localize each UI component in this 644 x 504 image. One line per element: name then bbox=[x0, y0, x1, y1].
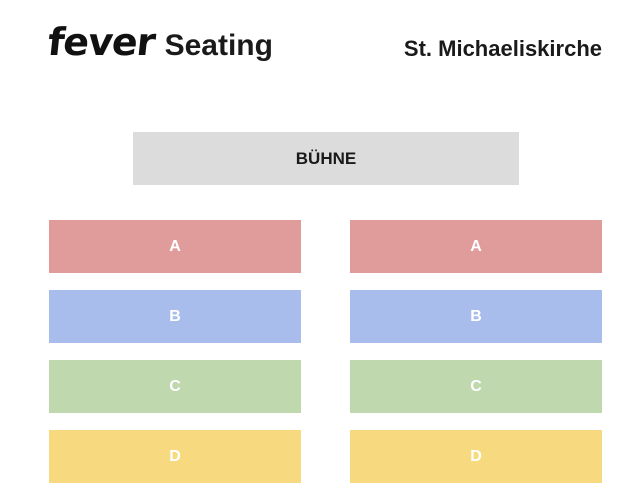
section-label: A bbox=[169, 237, 181, 255]
section-label: C bbox=[470, 377, 482, 395]
section-d-left[interactable]: D bbox=[49, 430, 301, 483]
venue-name: St. Michaeliskirche bbox=[403, 36, 602, 61]
product-name: Seating bbox=[164, 29, 273, 62]
section-a-right[interactable]: A bbox=[350, 220, 602, 273]
section-label: C bbox=[169, 377, 181, 395]
section-d-right[interactable]: D bbox=[350, 430, 602, 483]
stage-label: BÜHNE bbox=[295, 148, 357, 168]
section-label: D bbox=[169, 447, 181, 465]
section-b-right[interactable]: B bbox=[350, 290, 602, 343]
section-c-right[interactable]: C bbox=[350, 360, 602, 413]
section-b-left[interactable]: B bbox=[49, 290, 301, 343]
section-label: B bbox=[169, 307, 181, 325]
fever-seating-logo: fever Seating bbox=[45, 20, 273, 70]
fever-logo-wordmark: fever bbox=[45, 20, 157, 64]
section-c-left[interactable]: C bbox=[49, 360, 301, 413]
section-label: B bbox=[470, 307, 482, 325]
section-label: A bbox=[470, 237, 482, 255]
section-label: D bbox=[470, 447, 482, 465]
section-a-left[interactable]: A bbox=[49, 220, 301, 273]
stage: BÜHNE bbox=[133, 132, 519, 185]
